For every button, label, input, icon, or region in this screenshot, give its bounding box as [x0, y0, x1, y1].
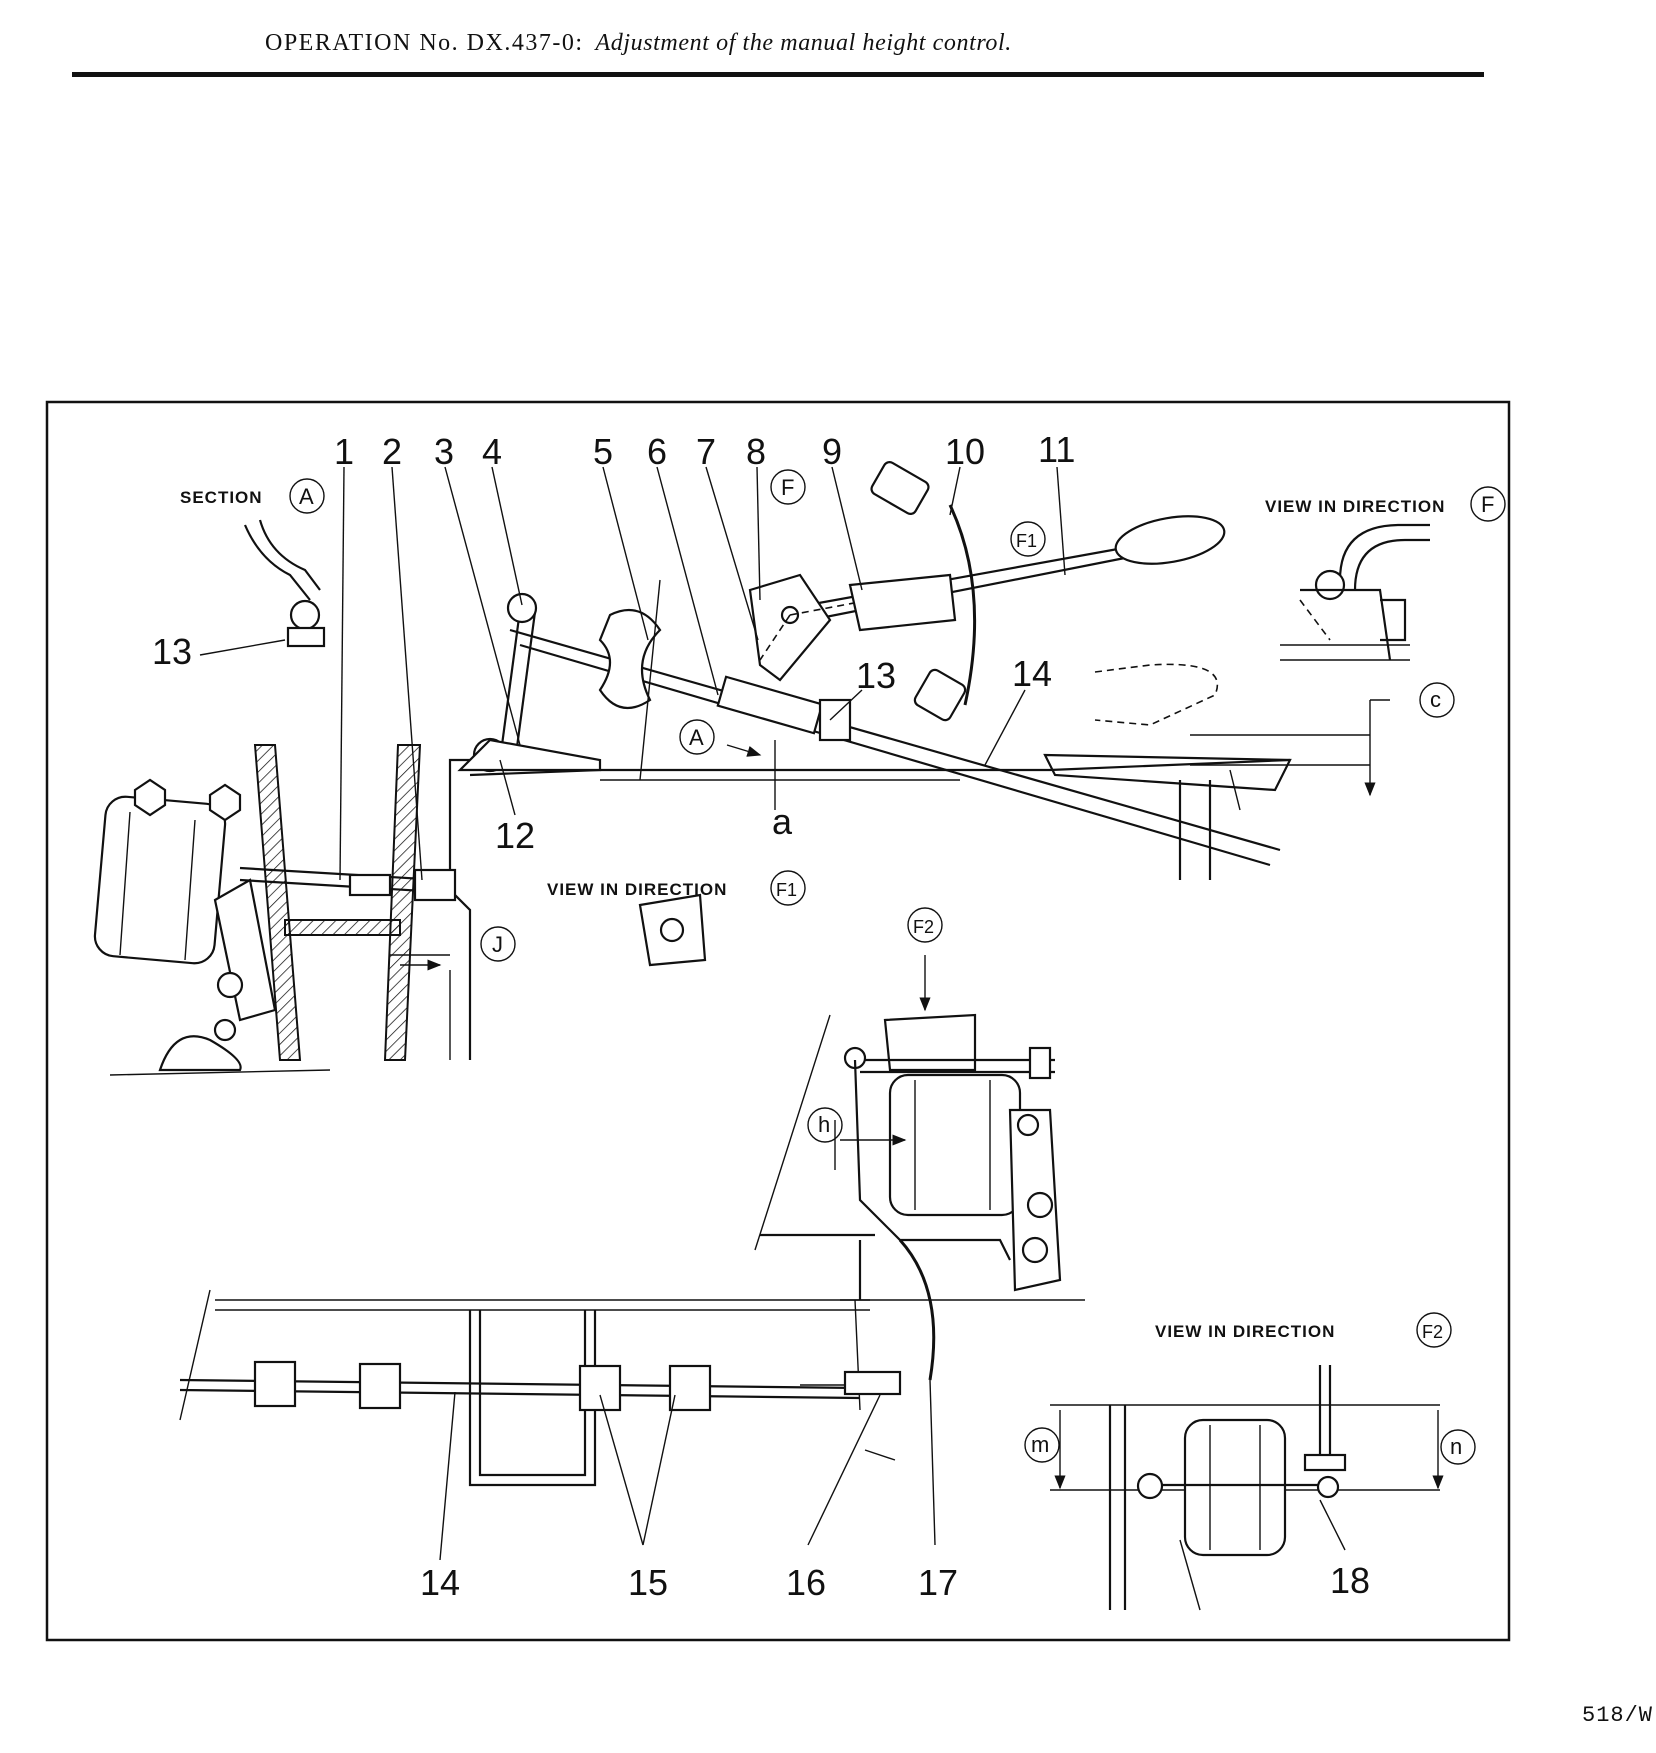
- part-label-7: 7: [696, 431, 716, 472]
- chassis-rod-run: [179, 1289, 902, 1487]
- circle-label-f2-view: F2: [1422, 1322, 1443, 1342]
- part-label-14-top: 14: [1012, 653, 1052, 694]
- left-actuator: [93, 744, 457, 1076]
- part-label-2: 2: [382, 431, 402, 472]
- circle-label-c: c: [1430, 687, 1441, 712]
- operation-number: OPERATION No. DX.437-0:: [265, 30, 584, 56]
- circle-label-f-view: F: [1481, 492, 1494, 517]
- leader-lines: [339, 466, 1346, 1561]
- page-code: 518/W: [1582, 1703, 1654, 1728]
- part-label-4: 4: [482, 431, 502, 472]
- page-header: OPERATION No. DX.437-0: Adjustment of the…: [265, 30, 1012, 57]
- lever-assembly: [448, 461, 1390, 1060]
- circled-labels: A F F F1 F1 F2 F2 A c J h m n: [289, 469, 1506, 1465]
- part-label-6: 6: [647, 431, 667, 472]
- view-f2-caption: VIEW IN DIRECTION: [1155, 1322, 1335, 1341]
- part-label-15: 15: [628, 1562, 668, 1603]
- part-label-16: 16: [786, 1562, 826, 1603]
- circle-label-a-section: A: [299, 484, 314, 509]
- part-label-3: 3: [434, 431, 454, 472]
- circle-label-f2-arrow: F2: [913, 917, 934, 937]
- part-label-1: 1: [334, 431, 354, 472]
- operation-title: Adjustment of the manual height control.: [595, 30, 1012, 56]
- part-label-5: 5: [593, 431, 613, 472]
- view-captions: SECTION VIEW IN DIRECTION VIEW IN DIRECT…: [180, 488, 1445, 1341]
- view-f2-detail: [1050, 1365, 1444, 1611]
- part-label-14-bottom: 14: [420, 1562, 460, 1603]
- part-label-8: 8: [746, 431, 766, 472]
- part-label-13-top: 13: [856, 655, 896, 696]
- view-f-caption: VIEW IN DIRECTION: [1265, 497, 1445, 516]
- circle-label-j: J: [492, 932, 503, 957]
- part-label-12: 12: [495, 815, 535, 856]
- part-label-11: 11: [1038, 429, 1075, 470]
- part-label-13-section: 13: [152, 631, 192, 672]
- circle-label-a-arrow: A: [689, 725, 704, 750]
- diagram-frame: [45, 400, 1511, 1642]
- part-label-10: 10: [945, 431, 985, 472]
- part-label-9: 9: [822, 431, 842, 472]
- part-label-17: 17: [918, 1562, 958, 1603]
- view-f1-detail: [638, 893, 707, 967]
- part-label-18: 18: [1330, 1560, 1370, 1601]
- part-number-labels: 1 2 3 4 5 6 7 8 9 10 11 12 13 14 13 14 1…: [152, 429, 1370, 1603]
- circle-label-m: m: [1031, 1432, 1049, 1457]
- view-f1-caption: VIEW IN DIRECTION: [547, 880, 727, 899]
- circle-label-f-arrow: F: [781, 475, 794, 500]
- circle-label-f1-arrow: F1: [1016, 531, 1037, 551]
- view-f-detail: [1280, 523, 1430, 661]
- rear-valve-assembly: [754, 955, 1085, 1381]
- section-a-caption: SECTION: [180, 488, 263, 507]
- circle-label-h: h: [818, 1112, 830, 1137]
- circle-label-f1-view: F1: [776, 880, 797, 900]
- header-rule: [72, 72, 1484, 77]
- circle-label-n: n: [1450, 1434, 1462, 1459]
- dimension-a-label: a: [772, 801, 793, 842]
- section-a-detail: [199, 519, 326, 656]
